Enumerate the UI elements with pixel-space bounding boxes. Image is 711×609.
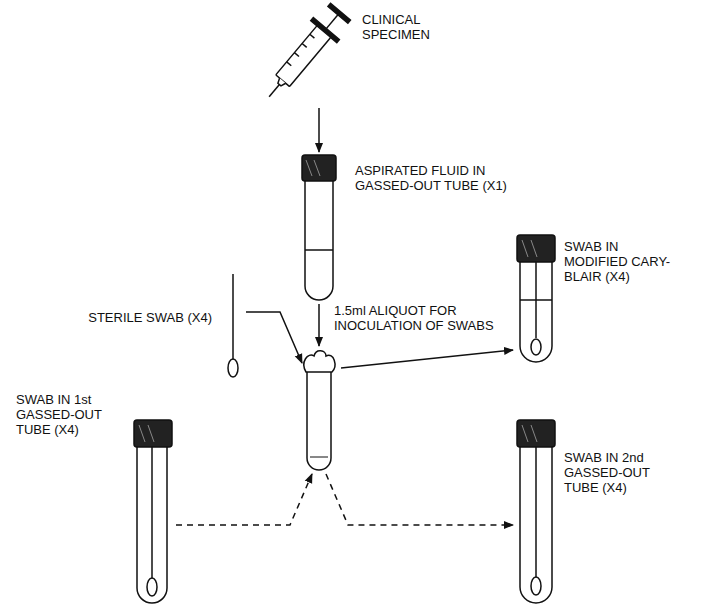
tube-label: CLINICAL SPECIMEN (362, 12, 442, 42)
tube-label: SWAB IN MODIFIED CARY-BLAIR (X4) (564, 239, 676, 284)
cary-blair-tube-drawing (517, 235, 555, 362)
tube-label: STERILE SWAB (X4) (88, 310, 212, 325)
syringe-node: CLINICAL SPECIMEN (252, 2, 354, 100)
aspirated-tube-node: ASPIRATED FLUID IN GASSED-OUT TUBE (X1) (302, 155, 336, 300)
syringe-drawing (256, 1, 353, 108)
dashed-arrow (326, 474, 513, 525)
sterile-swab-node: STERILE SWAB (X4) (226, 272, 240, 378)
open-tube-drawing (304, 351, 335, 470)
flow-arrow (318, 304, 320, 346)
tube-label: ASPIRATED FLUID IN GASSED-OUT TUBE (X1) (355, 163, 520, 193)
aliquot-tube-node (300, 349, 338, 470)
cary-blair-tube-node: SWAB IN MODIFIED CARY-BLAIR (X4) (517, 235, 555, 362)
first-gassed-tube-node: SWAB IN 1st GASSED-OUT TUBE (X4) (134, 420, 172, 603)
gassed-out-tube-drawing (517, 420, 555, 603)
dashed-arrow (176, 474, 312, 525)
tube-label: SWAB IN 1st GASSED-OUT TUBE (X4) (16, 392, 126, 437)
flow-arrow (246, 312, 302, 363)
edge-label: 1.5ml ALIQUOT FOR INOCULATION OF SWABS (332, 302, 501, 334)
flow-arrow (341, 350, 513, 368)
swab-drawing (228, 274, 238, 377)
tube-label: SWAB IN 2nd GASSED-OUT TUBE (X4) (564, 450, 676, 495)
second-gassed-tube-node: SWAB IN 2nd GASSED-OUT TUBE (X4) (517, 420, 555, 603)
gassed-out-tube-drawing (134, 420, 172, 603)
gassed-out-tube-drawing (302, 155, 336, 300)
flow-arrow (318, 108, 320, 152)
